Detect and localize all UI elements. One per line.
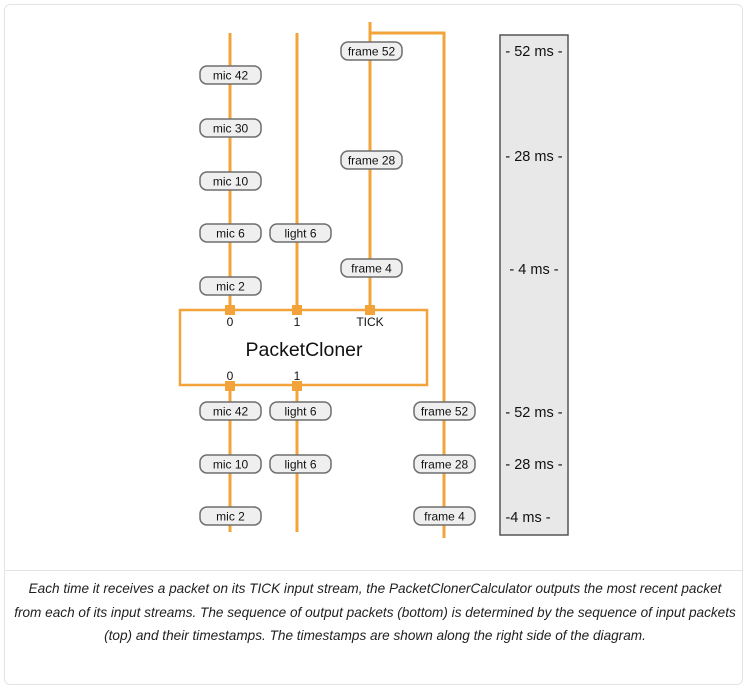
packet-label: frame 28 (348, 154, 396, 168)
input-port (225, 305, 235, 315)
packet: mic 2 (199, 506, 262, 526)
input-port-label: 1 (294, 315, 301, 329)
packet-label: frame 28 (421, 458, 469, 472)
packet-label: frame 52 (348, 45, 396, 59)
input-timestamp-label: - 4 ms - (509, 262, 558, 278)
packet: light 6 (269, 401, 332, 421)
packet: frame 28 (340, 150, 403, 170)
frame-passthrough-stream (370, 31, 446, 538)
input-timestamp-label: - 28 ms - (505, 149, 562, 165)
packet-label: mic 10 (213, 175, 249, 189)
packet: mic 2 (199, 276, 262, 296)
node-ports (225, 305, 375, 391)
packet: mic 30 (199, 118, 262, 138)
packet-label: light 6 (284, 405, 316, 419)
packet: frame 52 (413, 401, 476, 421)
packet-label: light 6 (284, 458, 316, 472)
packet-label: frame 4 (424, 510, 465, 524)
packet-label: mic 2 (216, 510, 245, 524)
packet-label: frame 4 (351, 262, 392, 276)
packet: light 6 (269, 223, 332, 243)
input-timestamp-label: - 52 ms - (505, 44, 562, 60)
packet: frame 4 (413, 506, 476, 526)
packet: mic 10 (199, 454, 262, 474)
output-timestamp-label: - 52 ms - (505, 405, 562, 421)
packet-label: mic 2 (216, 280, 245, 294)
input-packets: mic 42 mic 30 mic 10 mic 6 mic 2 light 6… (199, 41, 403, 296)
output-timestamp-label: - 28 ms - (505, 457, 562, 473)
caption-divider (5, 570, 742, 571)
packet: mic 6 (199, 223, 262, 243)
packet-label: frame 52 (421, 405, 469, 419)
input-port (365, 305, 375, 315)
port-labels: 0 1 TICK 0 1 (227, 315, 384, 383)
packet: mic 42 (199, 401, 262, 421)
input-port-label: TICK (356, 315, 383, 329)
output-port (292, 381, 302, 391)
packet-cloner-node (178, 308, 429, 387)
packet: frame 4 (340, 258, 403, 278)
packet-label: mic 10 (213, 458, 249, 472)
packet: frame 52 (340, 41, 403, 61)
timestamp-timeline (499, 34, 569, 536)
output-port-label: 1 (294, 369, 301, 383)
packet: mic 10 (199, 171, 262, 191)
output-timestamp-label: -4 ms - (505, 510, 550, 526)
packet-label: mic 30 (213, 122, 249, 136)
input-port-label: 0 (227, 315, 234, 329)
figure-caption: Each time it receives a packet on its TI… (14, 581, 736, 643)
packet: frame 28 (413, 454, 476, 474)
output-port-label: 0 (227, 369, 234, 383)
timestamp-labels: - 52 ms - - 28 ms - - 4 ms - - 52 ms - -… (505, 44, 562, 526)
output-port (225, 381, 235, 391)
output-packets: mic 42 mic 10 mic 2 light 6 light 6 fram… (199, 401, 476, 526)
stream-lines (228, 22, 446, 538)
packet: light 6 (269, 454, 332, 474)
packet-cloner-diagram: - 52 ms - - 28 ms - - 4 ms - - 52 ms - -… (178, 22, 569, 538)
packet: mic 42 (199, 65, 262, 85)
node-title: PacketCloner (245, 339, 363, 361)
packet-label: light 6 (284, 227, 316, 241)
input-port (292, 305, 302, 315)
packet-label: mic 42 (213, 69, 249, 83)
packet-label: mic 42 (213, 405, 249, 419)
packet-label: mic 6 (216, 227, 245, 241)
